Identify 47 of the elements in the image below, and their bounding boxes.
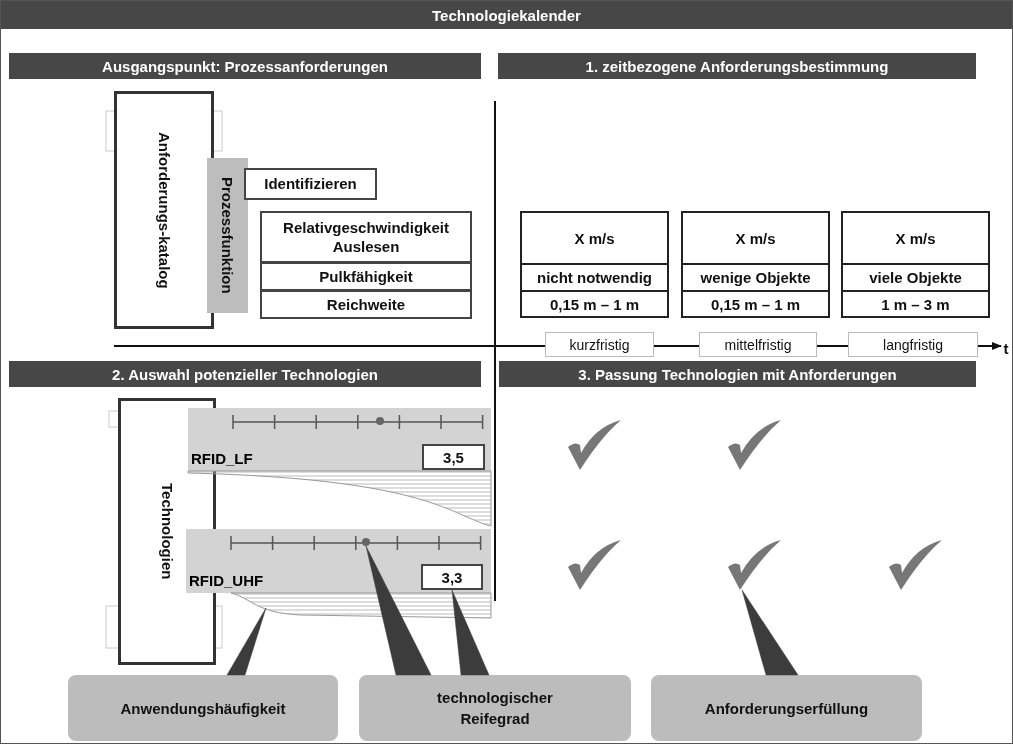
- leader-line: [365, 545, 432, 676]
- callout-box: Anforderungserfüllung: [651, 675, 922, 741]
- time-period-box: langfristig: [848, 332, 978, 357]
- maturity-dot: [376, 417, 384, 425]
- frequency-curve: [188, 471, 491, 527]
- requirement-cell: Reichweite: [260, 290, 472, 319]
- checkmark-icon: [728, 540, 781, 590]
- section-header: 3. Passung Technologien mit Anforderungen: [499, 361, 976, 387]
- section-header: Ausgangspunkt: Prozessanforderungen: [9, 53, 481, 79]
- table-cell-text: X m/s: [734, 228, 777, 249]
- table-cell-text: X m/s: [573, 228, 616, 249]
- requirement-cell: Relativgeschwindigkeit Auslesen: [260, 211, 472, 263]
- callout-box: technologischer Reifegrad: [359, 675, 631, 741]
- checkmark-icon: [568, 420, 621, 470]
- value-box: 3,3: [421, 564, 483, 590]
- requirement-card: [841, 211, 990, 318]
- section-header: 1. zeitbezogene Anforderungsbestimmung: [498, 53, 976, 79]
- leader-line: [451, 589, 490, 676]
- title-bar: Technologiekalender: [1, 1, 1012, 29]
- maturity-dot: [362, 538, 370, 546]
- callout-box: Anwendungshäufigkeit: [68, 675, 338, 741]
- requirement-box: Identifizieren: [244, 168, 377, 200]
- technology-panel: [188, 408, 491, 471]
- table-cell: viele Objekte: [843, 263, 988, 290]
- leader-line: [741, 589, 799, 676]
- process-function-bar: Prozessfunktion: [207, 158, 248, 313]
- table-cell: 1 m – 3 m: [843, 290, 988, 316]
- table-cell: 0,15 m – 1 m: [683, 290, 828, 316]
- requirement-card: [520, 211, 669, 318]
- section-header: 2. Auswahl potenzieller Technologien: [9, 361, 481, 387]
- leader-line: [226, 607, 267, 676]
- requirement-cell: Pulkfähigkeit: [260, 262, 472, 291]
- time-period-box: kurzfristig: [545, 332, 654, 357]
- table-cell: nicht notwendig: [522, 263, 667, 290]
- requirement-card: [681, 211, 830, 318]
- table-cell: wenige Objekte: [683, 263, 828, 290]
- table-cell-text: X m/s: [894, 228, 937, 249]
- table-cell: 0,15 m – 1 m: [522, 290, 667, 316]
- checkmark-icon: [889, 540, 942, 590]
- checkmark-icon: [568, 540, 621, 590]
- catalog-box: Anforderungs-katalog: [114, 91, 214, 329]
- axis-label: t: [1002, 338, 1010, 359]
- time-period-box: mittelfristig: [699, 332, 817, 357]
- value-box: 3,5: [422, 444, 485, 470]
- technology-panel: [186, 529, 491, 593]
- checkmark-icon: [728, 420, 781, 470]
- frequency-curve: [231, 593, 491, 619]
